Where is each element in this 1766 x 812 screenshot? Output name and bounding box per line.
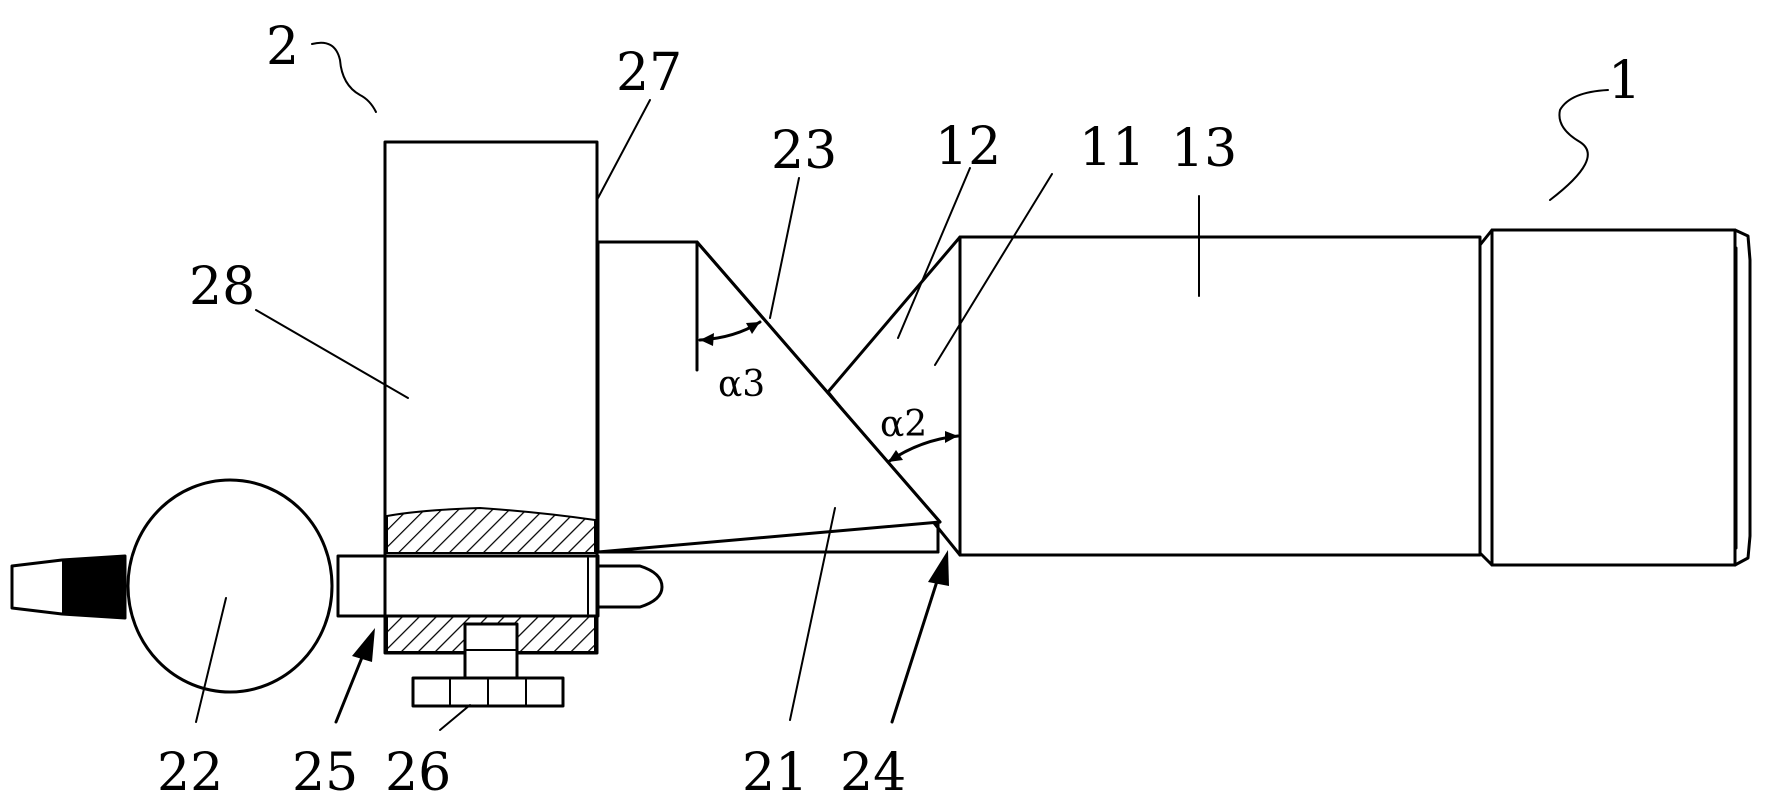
label-13: 13 [1171, 119, 1237, 179]
label-24: 24 [840, 743, 906, 803]
part-2-body [12, 142, 940, 706]
part-1-body [828, 230, 1750, 565]
label-25: 25 [292, 743, 358, 803]
label-21: 21 [742, 743, 808, 803]
block-28 [385, 142, 597, 653]
end-cap [1480, 230, 1735, 565]
label-1: 1 [1608, 51, 1641, 111]
dial-gauge-22 [128, 480, 332, 692]
label-22: 22 [157, 743, 223, 803]
label-27: 27 [616, 43, 682, 103]
label-12: 12 [935, 117, 1001, 177]
label-alpha2: α2 [880, 404, 927, 445]
label-2: 2 [266, 17, 299, 77]
label-alpha3: α3 [718, 364, 765, 405]
label-23: 23 [771, 121, 837, 181]
label-28: 28 [189, 257, 255, 317]
gauge-knurl [62, 556, 125, 618]
label-26: 26 [385, 743, 451, 803]
label-11: 11 [1079, 118, 1145, 178]
cylinder-13 [960, 237, 1480, 555]
rod-tip [598, 566, 662, 607]
